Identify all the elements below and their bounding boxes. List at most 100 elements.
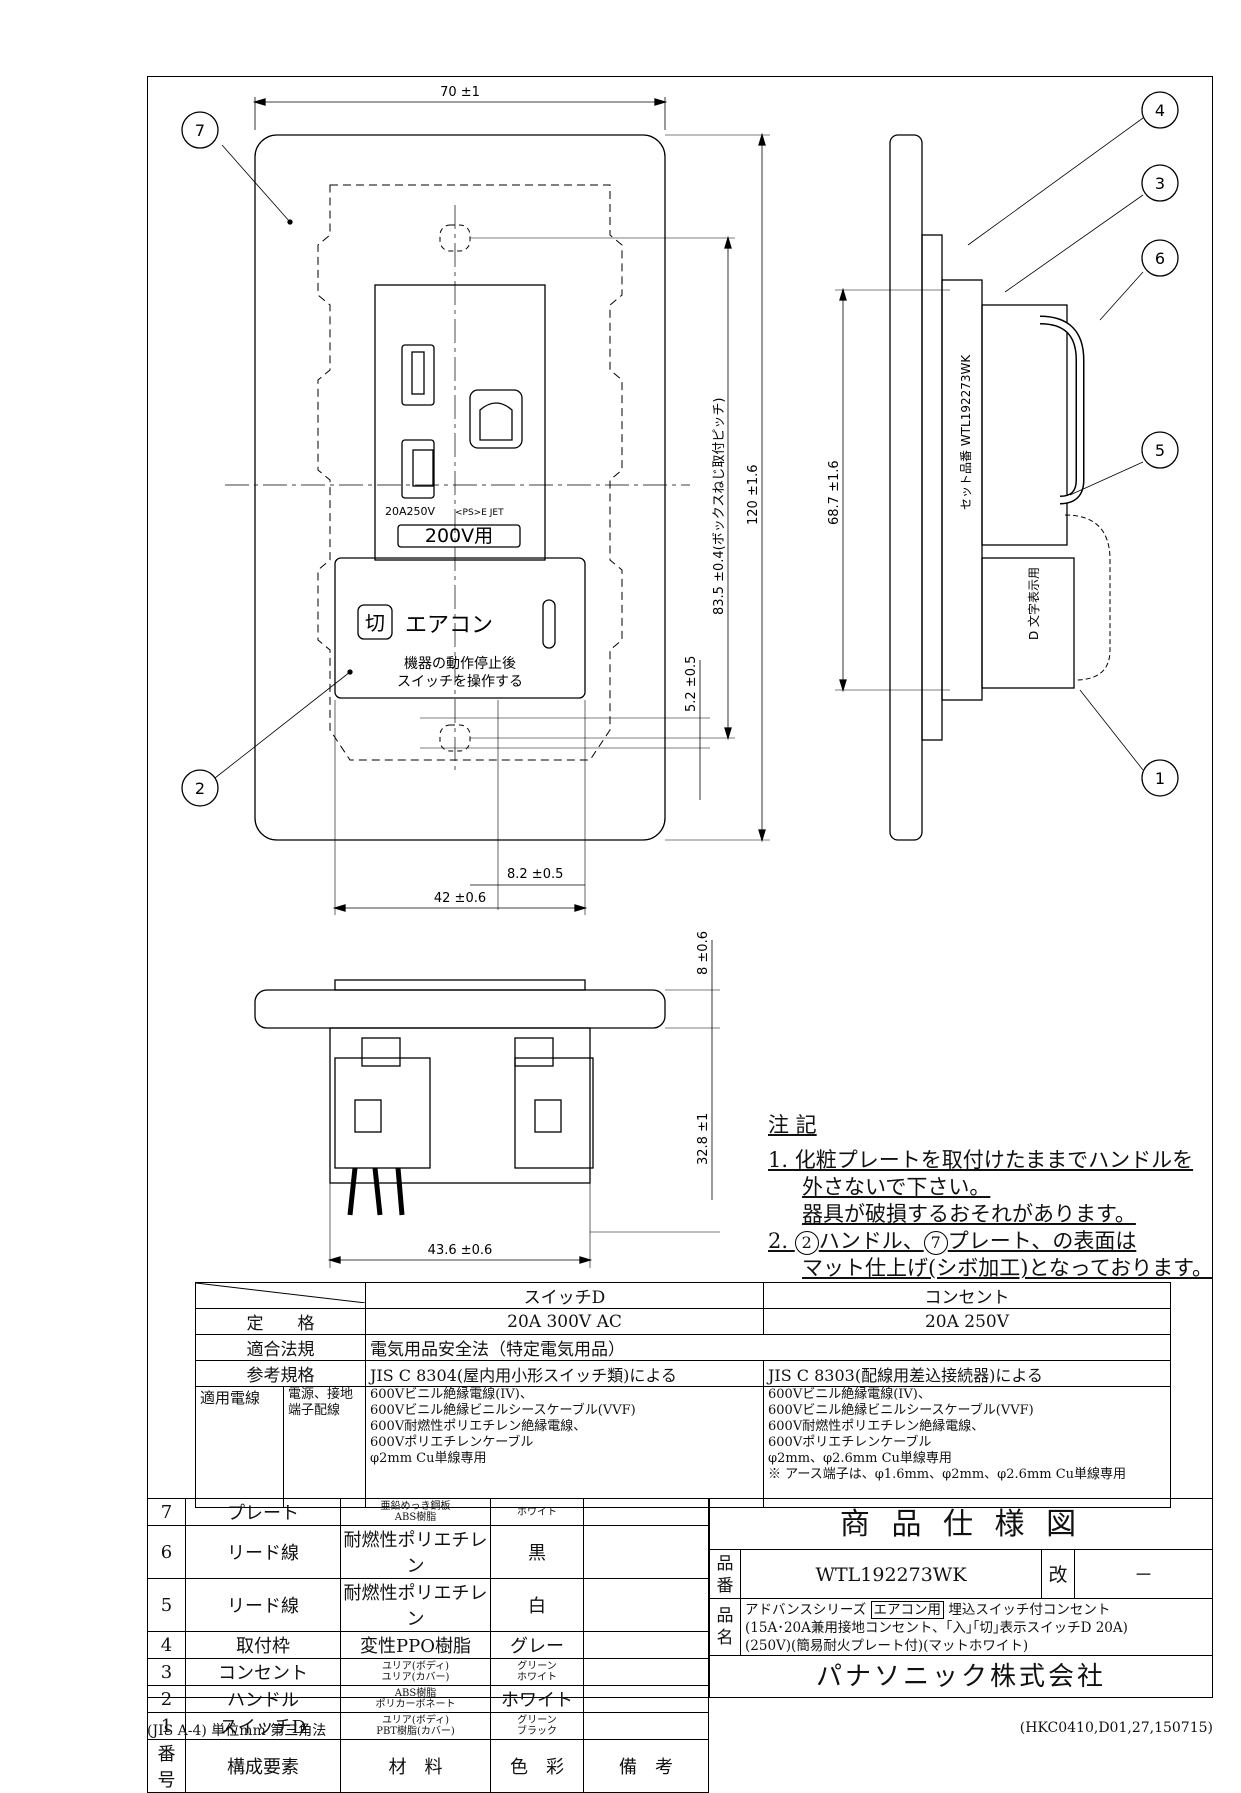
part-color: 白	[490, 1578, 584, 1632]
cover-plate	[254, 134, 666, 841]
part-color: 黒	[490, 1525, 584, 1579]
part-material: 耐燃性ポリエチレン	[340, 1525, 491, 1579]
dim-height: 120 ±1.6	[746, 464, 761, 525]
spec-rating-outlet: 20A 250V	[763, 1308, 1171, 1335]
part-material: ユリア(ボディ)PBT樹脂(カバー)	[340, 1712, 491, 1740]
dim-8: 8 ±0.6	[696, 931, 711, 975]
note-2b: マット仕上げ(シボ加工)となっております。	[802, 1256, 1213, 1280]
note-2-num: 2.	[768, 1229, 789, 1253]
note-2-end: プレート、の表面は	[947, 1229, 1137, 1253]
front-view: 70 ±1 7 2 120 ±1.6 83.5 ±0.4(ボックスねじ取付ピッチ…	[181, 85, 770, 915]
hinban: WTL192273WK	[740, 1549, 1042, 1599]
note-1b: 外さないで下さい。	[802, 1175, 991, 1199]
hinmei: アドバンスシリーズ エアコン用 埋込スイッチ付コンセント (15A･20A兼用接…	[740, 1598, 1213, 1656]
spec-law-value: 電気用品安全法（特定電気用品）	[365, 1334, 1171, 1361]
dim-width: 70 ±1	[440, 85, 480, 100]
note-circle-2: 2	[794, 1231, 819, 1255]
kai: －	[1074, 1549, 1213, 1599]
parts-header-remarks: 備 考	[583, 1739, 709, 1793]
part-name: スイッチD	[185, 1712, 341, 1740]
note-1c: 器具が破損するおそれがあります。	[802, 1202, 1136, 1226]
part-no: 2	[147, 1685, 186, 1713]
part-material: ユリア(ボディ)ユリア(カバー)	[340, 1658, 491, 1686]
footer-right: (HKC0410,D01,27,150715)	[1019, 1720, 1213, 1736]
note-circle-7: 7	[923, 1231, 948, 1255]
part-name: リード線	[185, 1578, 341, 1632]
part-no: 1	[147, 1712, 186, 1740]
spec-corner	[195, 1282, 366, 1309]
series-tag: エアコン用	[870, 1601, 945, 1619]
title-block: 商 品 仕 様 図 品番 WTL192273WK 改 － 品名 アドバンスシリー…	[709, 1498, 1213, 1698]
technical-drawing: 70 ±1 7 2 120 ±1.6 83.5 ±0.4(ボックスねじ取付ピッチ…	[181, 85, 1179, 1268]
balloon-4: 4	[1155, 101, 1165, 120]
part-name: リード線	[185, 1525, 341, 1579]
part-no: 3	[147, 1658, 186, 1686]
spec-wire-sub: 電源、接地端子配線	[283, 1386, 366, 1508]
pse-mark: <PS>E JET	[455, 508, 504, 518]
side-view: 68.7 ±1.6 セット品番 WTL192273WK D 文字表示用 4 3 …	[827, 91, 1179, 841]
balloon-6: 6	[1155, 249, 1165, 268]
side-display: D 文字表示用	[1026, 567, 1041, 640]
part-color: グリーンブラック	[490, 1712, 584, 1740]
company: パナソニック株式会社	[709, 1655, 1213, 1698]
dim-68-7: 68.7 ±1.6	[827, 460, 842, 525]
spec-law-label: 適合法規	[195, 1334, 366, 1361]
parts-header-material: 材 料	[340, 1739, 491, 1793]
part-no: 6	[147, 1525, 186, 1579]
spec-rating-label: 定 格	[195, 1308, 366, 1335]
part-color: グリーンホワイト	[490, 1658, 584, 1686]
part-name: コンセント	[185, 1658, 341, 1686]
spec-table: スイッチD コンセント 定 格 20A 300V AC 20A 250V 適合法…	[195, 1282, 1171, 1508]
name-line-1: 埋込スイッチ付コンセント	[948, 1602, 1111, 1618]
switch-label: エアコン	[405, 613, 493, 638]
footer-left: (JIS A-4) 単位mm 第三角法	[147, 1723, 327, 1739]
label-200v: 200V用	[425, 525, 493, 547]
spec-rating-switch: 20A 300V AC	[365, 1308, 764, 1335]
parts-header-color: 色 彩	[490, 1739, 584, 1793]
balloon-7: 7	[195, 121, 205, 140]
hinban-label: 品番	[709, 1549, 741, 1599]
note-2-mid: ハンドル、	[818, 1229, 924, 1253]
parts-header-no: 番号	[147, 1739, 186, 1793]
balloon-1: 1	[1155, 769, 1165, 788]
spec-std-label: 参考規格	[195, 1360, 366, 1387]
part-remarks	[583, 1631, 709, 1659]
part-remarks	[583, 1685, 709, 1713]
part-color: ホワイト	[490, 1498, 584, 1526]
dim-32-8: 32.8 ±1	[696, 1113, 711, 1165]
part-remarks	[583, 1525, 709, 1579]
kai-label: 改	[1041, 1549, 1075, 1599]
bottom-view: 8 ±0.6 32.8 ±1 43.6 ±0.6	[254, 931, 720, 1268]
part-remarks	[583, 1498, 709, 1526]
notes: 注 記 1. 化粧プレートを取付けたままでハンドルを 外さないで下さい。 器具が…	[768, 1112, 1213, 1282]
notes-heading: 注 記	[768, 1113, 817, 1137]
part-name: プレート	[185, 1498, 341, 1526]
balloon-5: 5	[1155, 441, 1165, 460]
switch-handle	[334, 557, 586, 699]
part-material: ABS樹脂ポリカーボネート	[340, 1685, 491, 1713]
doc-title: 商 品 仕 様 図	[709, 1498, 1213, 1550]
spec-std-switch: JIS C 8304(屋内用小形スイッチ類)による	[365, 1360, 764, 1387]
rating-mark: 20A250V	[385, 505, 436, 518]
part-no: 7	[147, 1498, 186, 1526]
spec-wire-switch: 600Vビニル絶縁電線(IV)、 600Vビニル絶縁ビニルシースケーブル(VVF…	[365, 1386, 764, 1508]
series: アドバンスシリーズ	[745, 1602, 867, 1618]
spec-wire-outlet: 600Vビニル絶縁電線(IV)、 600Vビニル絶縁ビニルシースケーブル(VVF…	[763, 1386, 1171, 1508]
part-name: ハンドル	[185, 1685, 341, 1713]
part-color: ホワイト	[490, 1685, 584, 1713]
part-color: グレー	[490, 1631, 584, 1659]
dim-42: 42 ±0.6	[434, 891, 486, 906]
part-material: 耐燃性ポリエチレン	[340, 1578, 491, 1632]
part-remarks	[583, 1658, 709, 1686]
part-no: 5	[147, 1578, 186, 1632]
warn-line-1: 機器の動作停止後	[404, 655, 516, 672]
dim-5-2: 5.2 ±0.5	[684, 656, 699, 712]
